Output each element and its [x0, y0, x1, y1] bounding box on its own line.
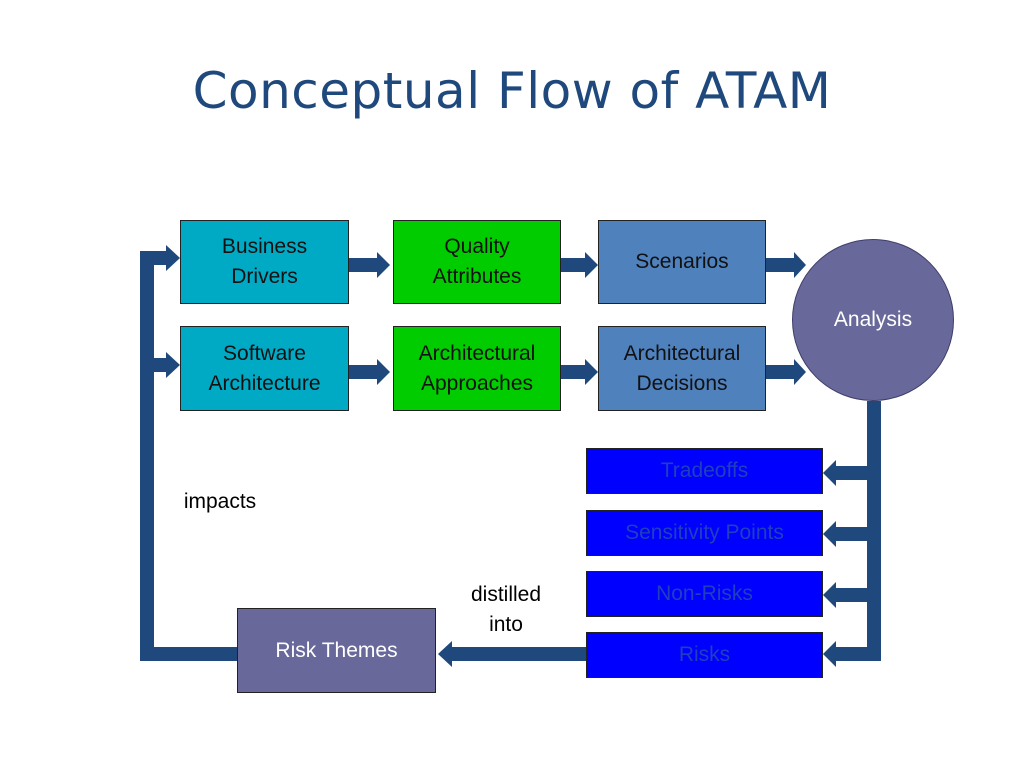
- tradeoffs-box: Tradeoffs: [586, 448, 823, 494]
- risks-box: Risks: [586, 632, 823, 678]
- page-title: Conceptual Flow of ATAM: [192, 62, 832, 120]
- arrow-quality-to-scenarios: [561, 252, 598, 278]
- analysis-node: Analysis: [792, 239, 954, 401]
- non-risks-box: Non-Risks: [586, 571, 823, 617]
- arrow-scenarios-to-analysis: [766, 252, 806, 278]
- distilled-into-label: distilled into: [470, 583, 542, 636]
- arrow-to-sensitivity: [823, 521, 874, 547]
- arrow-approaches-to-decisions: [561, 359, 598, 385]
- impacts-label: impacts: [183, 490, 257, 513]
- business-drivers-box: Business Drivers: [180, 220, 349, 304]
- scenarios-box: Scenarios: [598, 220, 766, 304]
- arrow-business-to-quality: [349, 252, 390, 278]
- architectural-decisions-box: Architectural Decisions: [598, 326, 766, 411]
- sensitivity-points-box: Sensitivity Points: [586, 510, 823, 556]
- arrow-feedback-to-software: [140, 352, 180, 378]
- risk-themes-box: Risk Themes: [237, 608, 436, 693]
- feedback-vertical: [140, 251, 154, 661]
- arrow-software-to-approaches: [349, 359, 390, 385]
- software-architecture-box: Software Architecture: [180, 326, 349, 411]
- feedback-bottom: [140, 647, 238, 661]
- arrow-feedback-to-business: [140, 245, 180, 271]
- arrow-to-tradeoffs: [823, 460, 874, 486]
- arrow-to-nonrisks: [823, 582, 874, 608]
- arrow-decisions-to-analysis: [766, 359, 806, 385]
- arrow-risks-to-themes: [438, 641, 587, 667]
- arrow-to-risks: [823, 641, 874, 667]
- quality-attributes-box: Quality Attributes: [393, 220, 561, 304]
- architectural-approaches-box: Architectural Approaches: [393, 326, 561, 411]
